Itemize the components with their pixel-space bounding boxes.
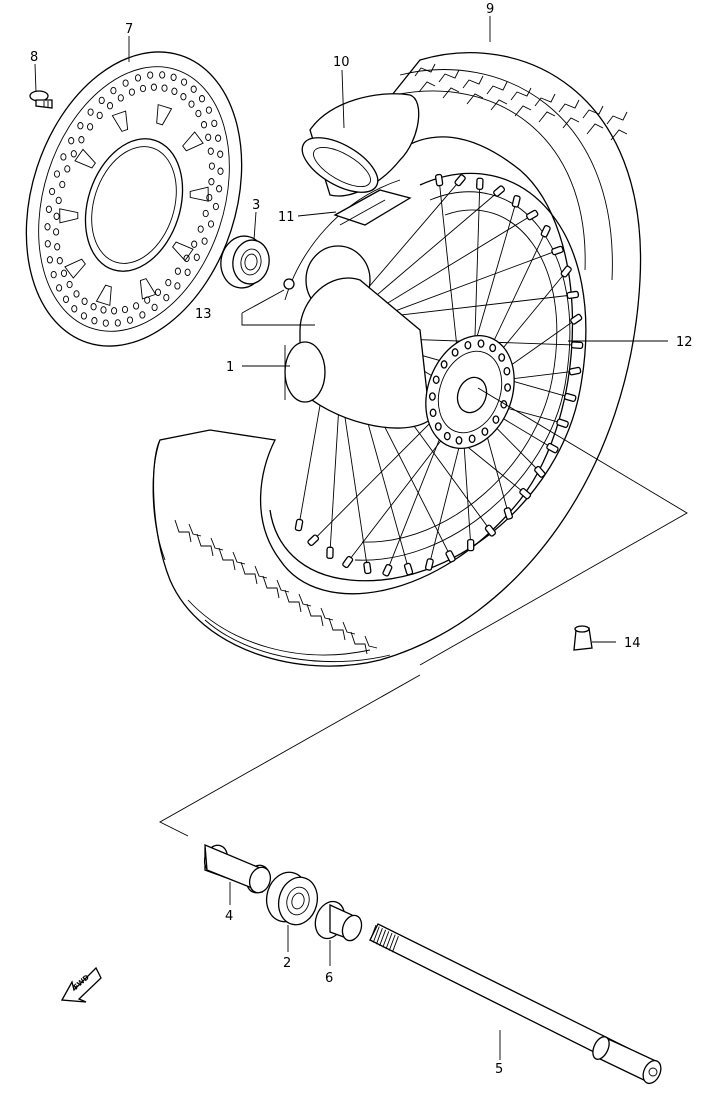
callout-4: 4 <box>225 909 233 924</box>
callout-7: 7 <box>125 22 133 37</box>
axle-spacer <box>203 843 272 894</box>
axle-collar <box>314 900 363 942</box>
callout-1: 1 <box>226 360 234 375</box>
leader-lines <box>34 16 668 1060</box>
valve-cap <box>573 625 593 651</box>
disc-bolt <box>29 90 53 109</box>
tire <box>152 52 642 667</box>
callout-9: 9 <box>486 2 494 17</box>
callout-10: 10 <box>333 55 350 70</box>
callout-5: 5 <box>495 1062 503 1077</box>
callout-3: 3 <box>252 198 260 213</box>
rim-band <box>301 93 420 197</box>
callout-8: 8 <box>30 50 38 65</box>
fwd-direction-marker: FWD <box>60 966 102 1003</box>
wheel-bearing-left <box>220 235 270 289</box>
front-axle <box>369 923 662 1085</box>
explode-frame <box>159 387 688 837</box>
spoke-item <box>283 278 295 290</box>
forward-arrow-icon <box>60 966 102 1003</box>
callout-12: 12 <box>676 335 693 350</box>
callout-6: 6 <box>325 971 333 986</box>
tire-tube-strip <box>333 189 412 226</box>
callout-14: 14 <box>624 636 641 651</box>
callout-2: 2 <box>283 956 291 971</box>
wheel-bearing-right <box>265 871 319 926</box>
callout-13: 13 <box>195 307 212 322</box>
brake-disc <box>25 51 243 347</box>
wheel-hub <box>284 245 515 450</box>
callout-11: 11 <box>278 210 295 225</box>
callouts: 8 7 9 10 11 3 13 1 12 14 4 2 6 5 <box>30 2 693 1077</box>
